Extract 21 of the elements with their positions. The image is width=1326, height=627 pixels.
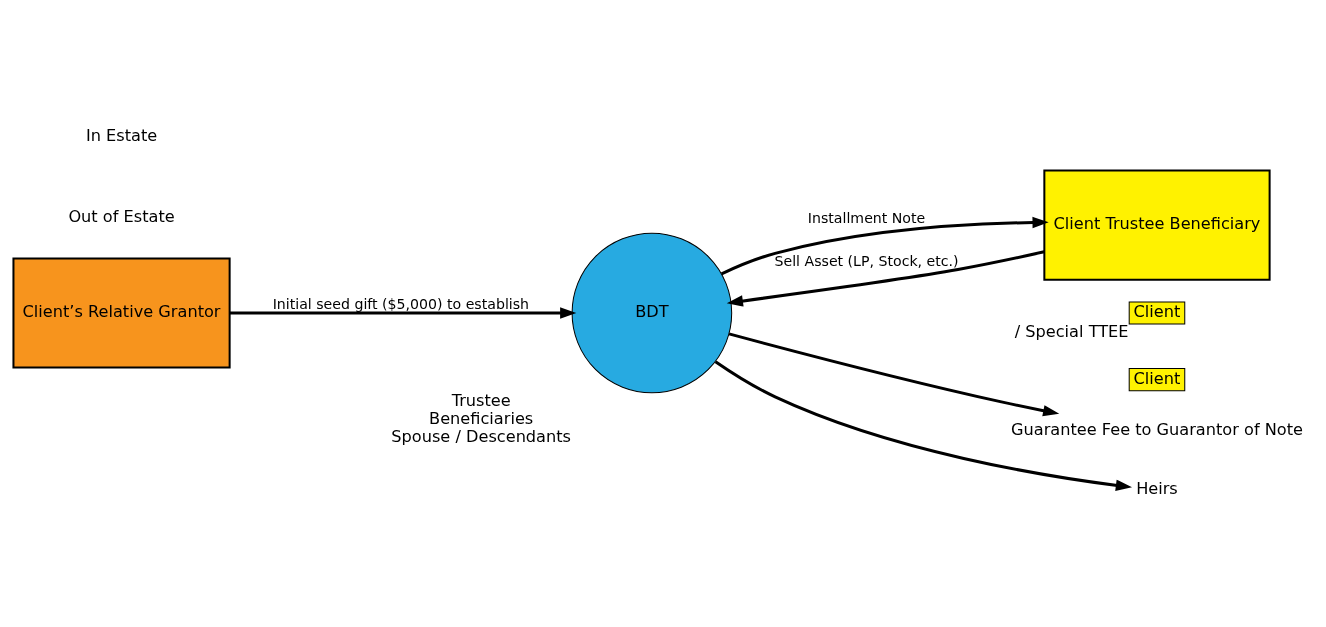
edge-label: Sell Asset (LP, Stock, etc.)	[774, 252, 959, 269]
arrow	[720, 216, 1049, 276]
node-box: Client	[1128, 301, 1186, 325]
arrow	[229, 307, 577, 319]
edge-label: Initial seed gift ($5,000) to establish	[272, 296, 530, 313]
edge-label: Installment Note	[807, 210, 926, 227]
node-label: Spouse / Descendants	[391, 427, 572, 447]
arrow	[714, 360, 1132, 491]
label: In Estate	[85, 126, 158, 146]
node-box: Client’s Relative Grantor	[12, 257, 231, 369]
node-label: Trustee	[451, 390, 511, 410]
label: Out of Estate	[68, 206, 175, 226]
arrow	[726, 250, 1045, 307]
node-label: / Special TTEE	[1014, 322, 1129, 342]
node-circle: BDT	[571, 232, 733, 394]
arrow	[728, 332, 1060, 417]
node-text: Guarantee Fee to Guarantor of Note	[1010, 420, 1303, 440]
node-box: Client	[1128, 368, 1186, 392]
node-box: Client Trustee Beneficiary	[1043, 169, 1271, 281]
node-text: Heirs	[1136, 478, 1178, 498]
node-label: Beneficiaries	[429, 408, 534, 428]
